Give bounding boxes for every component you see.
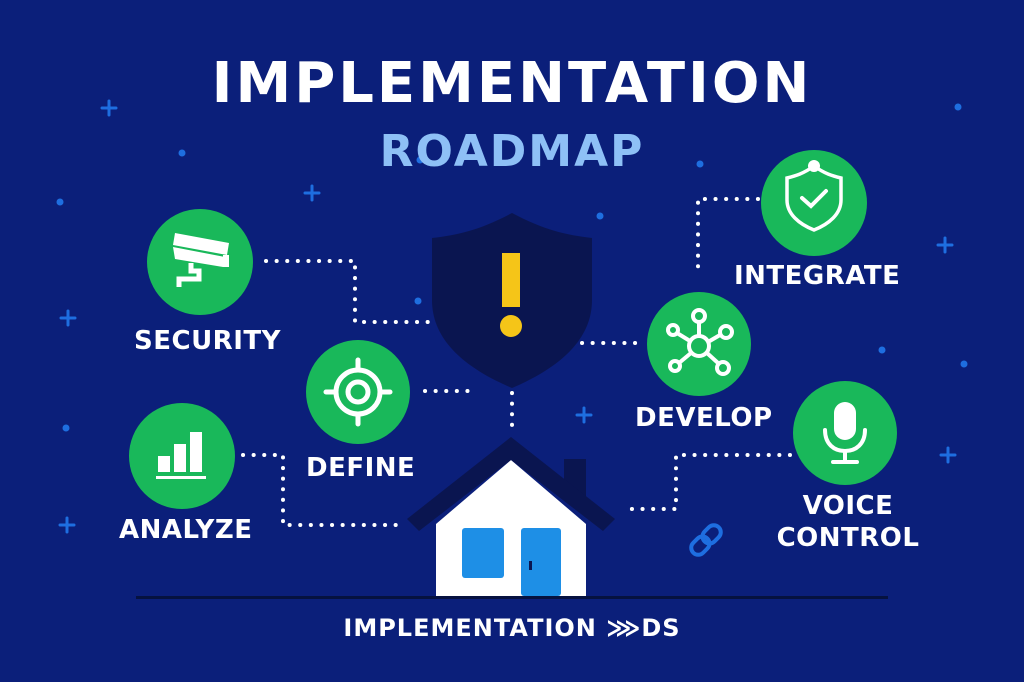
step-develop-node [647,292,751,396]
link-icon [689,523,723,557]
microphone-icon [823,402,867,464]
ground-line [136,596,888,599]
shield-check-icon [785,160,843,232]
target-crosshair-icon [323,357,393,427]
network-hub-icon [666,308,734,376]
step-security-label: SECURITY [134,326,281,356]
security-camera-icon [173,233,229,287]
page-subtitle: ROADMAP [379,126,645,177]
step-integrate-node [761,150,867,256]
step-voice-node [793,381,897,485]
step-analyze-label: ANALYZE [119,515,253,545]
step-define-label: DEFINE [306,453,416,483]
step-develop-label: DEVELOP [635,403,773,433]
plus-decorations [58,99,957,534]
footer-caption: IMPLEMENTATION ⋙DS [343,614,681,642]
bar-chart-icon [156,432,206,479]
step-voice-label-line1: VOICE [802,491,894,521]
step-integrate-label: INTEGRATE [734,261,901,291]
step-voice-label-line2: CONTROL [776,523,920,553]
house-door [521,528,561,596]
step-define-node [306,340,410,444]
page-title: IMPLEMENTATION [211,51,813,116]
step-analyze-node [129,403,235,509]
dotted-paths [241,197,792,527]
dot-decorations [56,103,968,432]
step-voice-label: VOICE CONTROL [770,490,926,554]
house-window [462,528,504,578]
step-security-node [147,209,253,315]
